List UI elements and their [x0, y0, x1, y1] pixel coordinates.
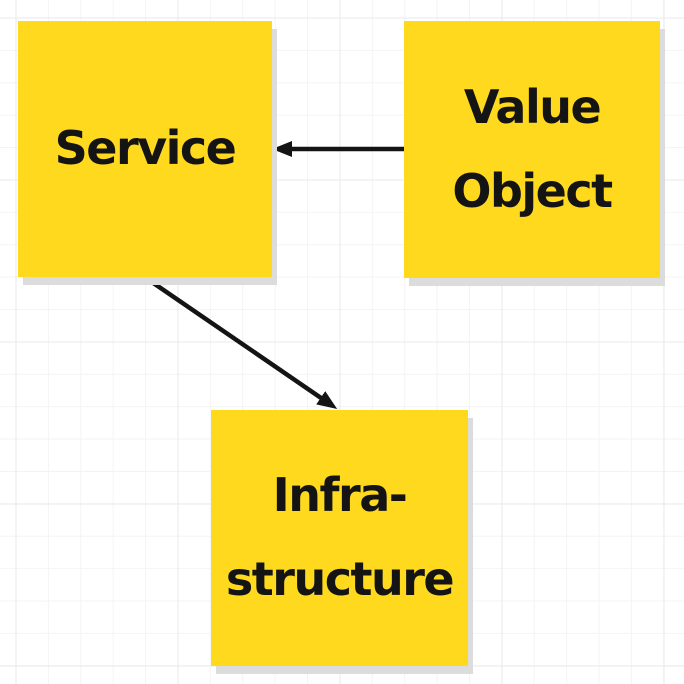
note-label-line: Infra- — [272, 468, 408, 523]
sticky-note-service[interactable]: Service — [18, 21, 272, 277]
note-label-line: Service — [54, 121, 237, 176]
note-label-line: Object — [452, 163, 613, 218]
note-label-line: structure — [225, 552, 455, 606]
note-service-label: Service — [54, 107, 237, 191]
sticky-note-value-object[interactable]: Value Object — [404, 21, 660, 278]
note-label-line: Value — [463, 79, 602, 134]
note-value-object-label: Value Object — [452, 66, 613, 233]
arrow-service-to-infrastructure[interactable] — [144, 276, 338, 410]
note-infrastructure-label: Infra- structure — [225, 454, 455, 621]
sticky-note-infrastructure[interactable]: Infra- structure — [211, 410, 468, 666]
